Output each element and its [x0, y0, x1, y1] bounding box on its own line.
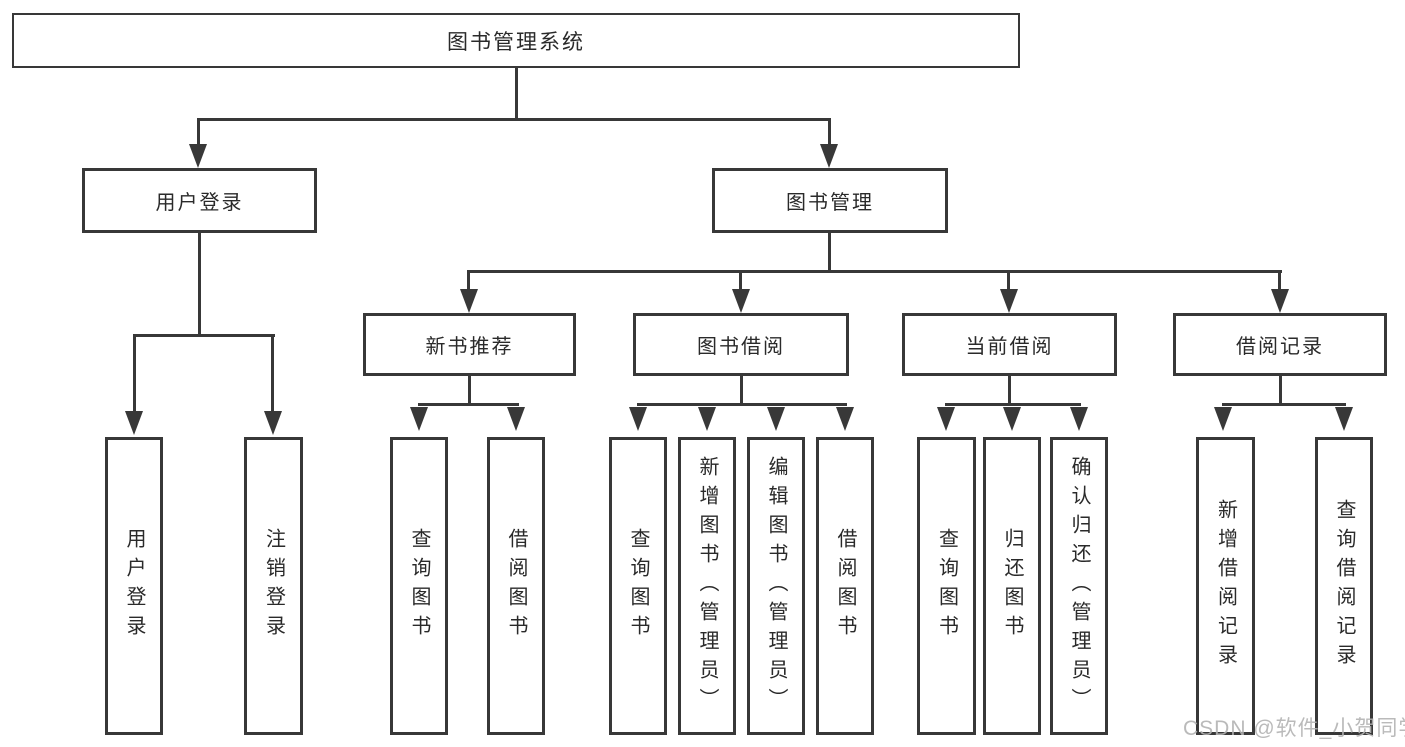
leaf-borrow-books-borrowing: 借阅图书: [816, 437, 874, 735]
leaf-label: 借阅图书: [834, 528, 856, 644]
leaf-return-books: 归还图书: [983, 437, 1041, 735]
leaf-query-borrow-record: 查询借阅记录: [1315, 437, 1373, 735]
arrowhead-down-icon: [732, 289, 750, 313]
connector-stub: [468, 376, 471, 405]
connector-horizontal: [637, 403, 847, 406]
leaf-label: 编辑图书（管理员）: [765, 455, 787, 717]
connector-shaft: [467, 270, 470, 292]
leaf-borrow-books-recommend: 借阅图书: [487, 437, 545, 735]
leaf-label: 查询图书: [935, 528, 958, 644]
arrowhead-down-icon: [507, 407, 525, 431]
arrowhead-down-icon: [410, 407, 428, 431]
leaf-label: 用户登录: [123, 528, 145, 644]
connector-user-login-horizontal: [133, 334, 275, 337]
arrowhead-down-icon: [189, 144, 207, 168]
leaf-edit-books-admin: 编辑图书（管理员）: [747, 437, 805, 735]
leaf-label: 新增图书（管理员）: [696, 455, 718, 717]
arrowhead-down-icon: [767, 407, 785, 431]
connector-horizontal: [945, 403, 1081, 406]
node-label: 当前借阅: [965, 336, 1054, 358]
arrowhead-down-icon: [264, 411, 282, 435]
arrowhead-down-icon: [836, 407, 854, 431]
leaf-label: 确认归还（管理员）: [1068, 455, 1090, 717]
arrowhead-down-icon: [1271, 289, 1289, 313]
connector-shaft: [739, 270, 742, 292]
arrowhead-down-icon: [1003, 407, 1021, 431]
leaf-label: 查询图书: [408, 528, 430, 644]
leaf-query-books-current: 查询图书: [917, 437, 976, 735]
csdn-watermark: CSDN @软件_小贺同学: [1183, 717, 1405, 740]
leaf-confirm-return-admin: 确认归还（管理员）: [1050, 437, 1108, 735]
node-book-borrowing: 图书借阅: [633, 313, 849, 376]
arrowhead-down-icon: [937, 407, 955, 431]
leaf-label: 注销登录: [262, 528, 285, 644]
leaf-query-books-borrowing: 查询图书: [609, 437, 667, 735]
arrowhead-down-icon: [1214, 407, 1232, 431]
leaf-add-books-admin: 新增图书（管理员）: [678, 437, 736, 735]
connector-stub: [1279, 376, 1282, 405]
arrowhead-down-icon: [820, 144, 838, 168]
node-borrowing-records: 借阅记录: [1173, 313, 1387, 376]
connector-book-mgmt-horizontal: [468, 270, 1282, 273]
connector-shaft: [133, 334, 136, 412]
arrowhead-down-icon: [1070, 407, 1088, 431]
arrowhead-down-icon: [1000, 289, 1018, 313]
node-new-book-recommend: 新书推荐: [363, 313, 576, 376]
node-library-management-system: 图书管理系统: [12, 13, 1020, 68]
arrowhead-down-icon: [629, 407, 647, 431]
connector-shaft: [1278, 270, 1281, 292]
leaf-label: 新增借阅记录: [1214, 499, 1237, 673]
leaf-query-books-recommend: 查询图书: [390, 437, 448, 735]
connector-user-login-stub: [198, 233, 201, 336]
arrowhead-down-icon: [698, 407, 716, 431]
connector-shaft: [271, 334, 274, 412]
connector-shaft: [828, 118, 831, 148]
node-label: 新书推荐: [425, 336, 514, 358]
node-label: 图书管理: [786, 192, 874, 214]
connector-horizontal: [1222, 403, 1346, 406]
connector-root-stub: [515, 68, 518, 120]
leaf-logout: 注销登录: [244, 437, 303, 735]
connector-shaft: [197, 118, 200, 148]
node-label: 用户登录: [155, 192, 244, 214]
node-label: 图书管理系统: [447, 30, 585, 54]
leaf-add-borrow-record: 新增借阅记录: [1196, 437, 1255, 735]
arrowhead-down-icon: [1335, 407, 1353, 431]
node-label: 借阅记录: [1236, 336, 1324, 358]
connector-stub: [740, 376, 743, 405]
connector-book-mgmt-stub: [828, 233, 831, 272]
connector-shaft: [1007, 270, 1010, 292]
leaf-user-login: 用户登录: [105, 437, 163, 735]
arrowhead-down-icon: [460, 289, 478, 313]
node-book-management: 图书管理: [712, 168, 948, 233]
leaf-label: 查询借阅记录: [1333, 499, 1355, 673]
leaf-label: 借阅图书: [505, 528, 527, 644]
leaf-label: 查询图书: [627, 528, 649, 644]
connector-stub: [1008, 376, 1011, 405]
node-user-login: 用户登录: [82, 168, 317, 233]
node-current-borrowing: 当前借阅: [902, 313, 1117, 376]
arrowhead-down-icon: [125, 411, 143, 435]
connector-horizontal: [418, 403, 519, 406]
leaf-label: 归还图书: [1001, 528, 1023, 644]
connector-root-horizontal: [197, 118, 831, 121]
node-label: 图书借阅: [697, 336, 785, 358]
